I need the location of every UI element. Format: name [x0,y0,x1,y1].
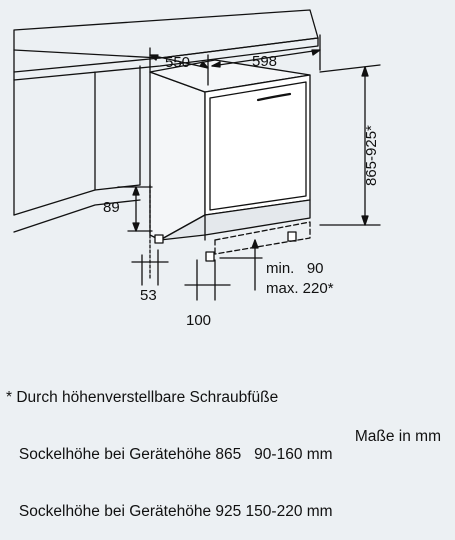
height-range-label: 865-925* [363,125,380,186]
height-dimension-line [319,64,381,226]
plinth-min-label: min. 90 [266,260,324,277]
plinth-setback-label: 100 [186,312,211,329]
depth-label: 550 [165,54,190,71]
note-line-3: Sockelhöhe bei Gerätehöhe 925 150-220 mm [6,503,333,520]
note-line-1: * Durch höhenverstellbare Schraubfüße [6,389,279,406]
left-cabinet [13,65,141,233]
depth-dimension-line [149,47,209,86]
width-label: 598 [252,53,277,70]
foot-setback-dimension-line [131,249,169,286]
dishwasher-installation-diagram: 550 598 865-925* 89 53 100 min. 90 max. … [13,9,381,329]
note-line-2: Sockelhöhe bei Gerätehöhe 865 90-160 mm [6,446,333,463]
height-adjustment-note: * Durch höhenverstellbare Schraubfüße So… [6,350,333,540]
foot-setback-label: 53 [140,287,157,304]
countertop [13,9,319,81]
plinth-setback-dimension-line [184,259,231,301]
units-label: Maße in mm [354,428,441,445]
toe-kick-dimension-line [117,184,153,281]
adjustable-feet [154,231,297,262]
width-dimension-line [211,34,321,71]
plinth-height-dimension-line [219,239,263,291]
dishwasher-body [149,59,311,241]
plinth-outline [214,221,311,255]
plinth-max-label: max. 220* [266,280,334,297]
toe-kick-height-label: 89 [103,199,120,216]
